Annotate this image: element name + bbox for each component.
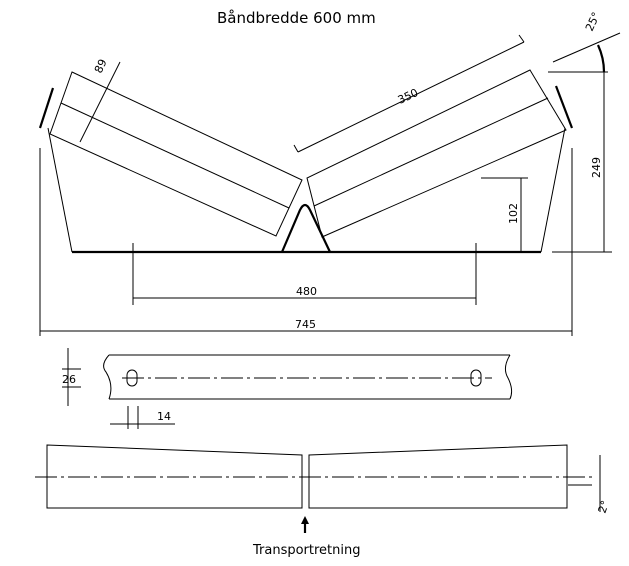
dim-hole-spacing: 480 — [296, 285, 317, 298]
front-view: 89 350 25° 249 102 480 745 — [38, 10, 621, 336]
dim-slot-width: 14 — [157, 410, 171, 423]
left-bracket-edge — [47, 127, 73, 253]
dim-tilt-angle: 2° — [596, 499, 612, 515]
left-bracket-top — [38, 87, 55, 129]
dim-base-height: 102 — [507, 203, 520, 224]
right-roller — [306, 69, 567, 238]
left-roller — [49, 71, 303, 237]
dim-line-89 — [79, 61, 121, 143]
shaft-view: 26 14 — [62, 348, 513, 429]
dim-overall-width: 745 — [295, 318, 316, 331]
drawing-title: Båndbredde 600 mm — [217, 9, 376, 27]
dim-roller-length: 350 — [396, 86, 421, 107]
right-bracket-edge — [540, 127, 566, 253]
roller-left-top — [46, 444, 303, 509]
top-view: 2° Transportretning — [35, 444, 612, 558]
angle-line — [552, 32, 621, 63]
dim-roller-diameter: 89 — [92, 57, 110, 75]
roller-right-top — [308, 444, 568, 509]
right-bracket-top — [554, 85, 574, 129]
dim-total-height: 249 — [590, 157, 603, 178]
dim-shaft-height: 26 — [62, 373, 76, 386]
dim-line-350 — [297, 41, 525, 153]
direction-label: Transportretning — [252, 543, 361, 558]
dim-trough-angle: 25° — [583, 10, 603, 33]
center-bracket — [280, 203, 331, 253]
angle-arc — [597, 44, 606, 73]
